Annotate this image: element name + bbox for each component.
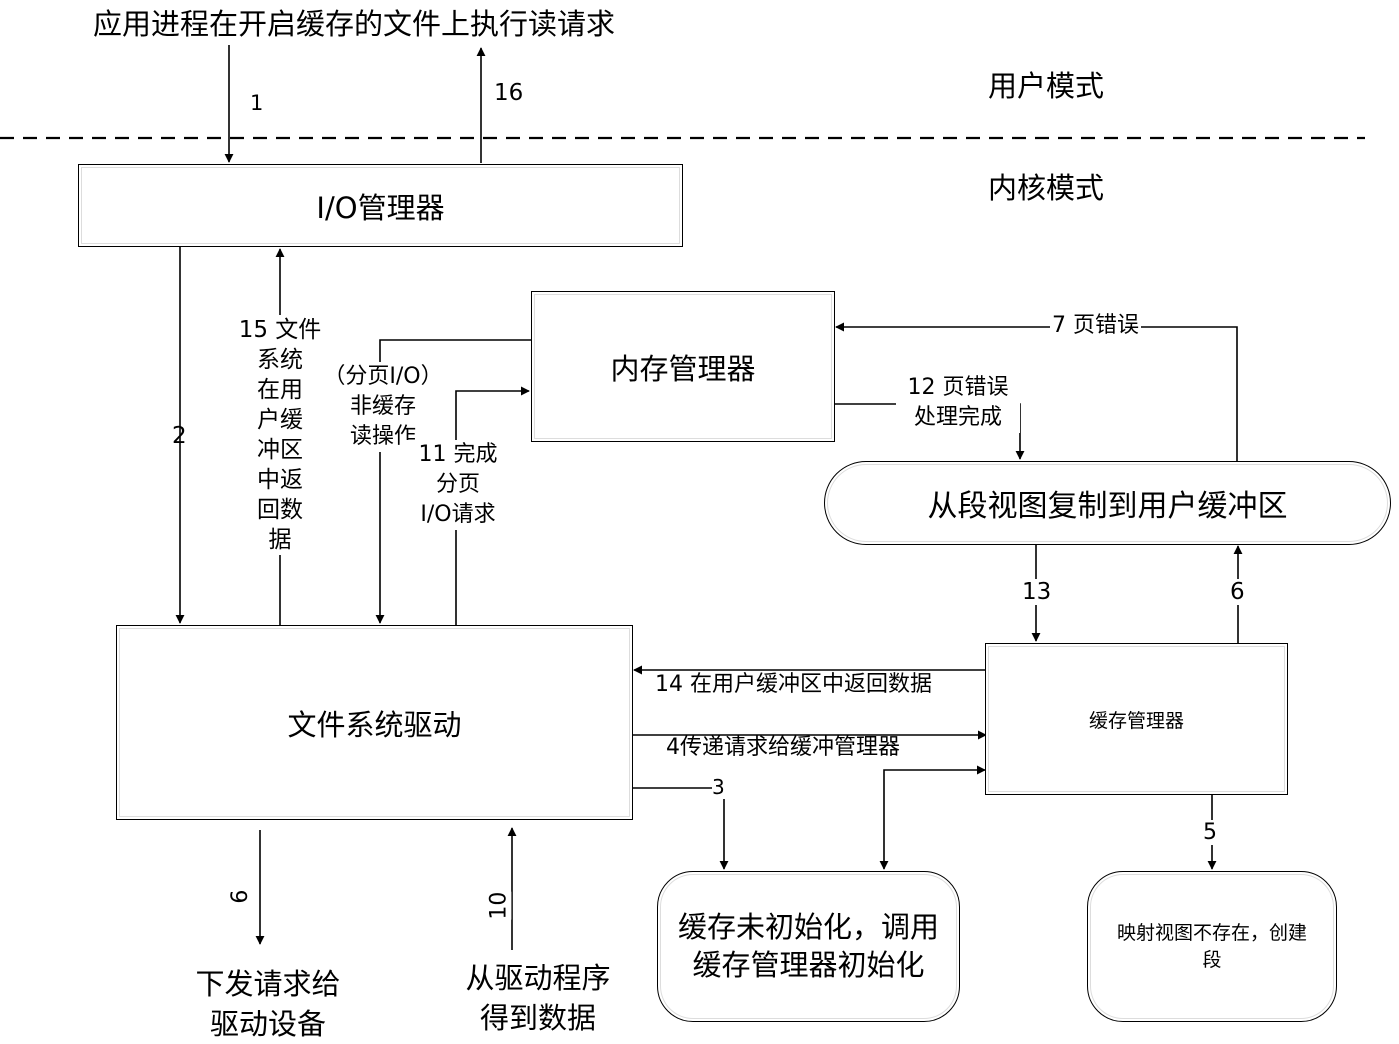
map-view-box: 映射视图不存在，创建 段 <box>1087 871 1337 1022</box>
map-view-line-1: 映射视图不存在，创建 <box>1116 921 1307 944</box>
copy-view-label: 从段视图复制到用户缓冲区 <box>927 489 1288 524</box>
paging-read-line: 非缓存 <box>349 394 416 419</box>
step-15-line: 在用 <box>257 377 303 403</box>
copy-view-box: 从段视图复制到用户缓冲区 <box>824 461 1391 545</box>
from-driver-label: 从驱动程序 得到数据 <box>438 958 638 1038</box>
step-12-label: 12 页错误 处理完成 <box>896 373 1020 433</box>
arrow-7 <box>835 322 1238 461</box>
send-down-line: 驱动设备 <box>209 1007 326 1041</box>
step-5-label: 5 <box>1203 820 1217 846</box>
step-2-label: 2 <box>172 423 187 449</box>
memory-manager-label: 内存管理器 <box>610 351 756 386</box>
step-16-label: 16 <box>494 80 524 106</box>
step-7-label: 7 页错误 <box>1050 313 1141 339</box>
step-14-label: 14 在用户缓冲区中返回数据 <box>655 672 932 697</box>
step-15-line: 15 文件 <box>238 317 322 343</box>
step-11-line: I/O请求 <box>420 502 496 527</box>
kernel-mode-label: 内核模式 <box>988 171 1105 205</box>
from-driver-line: 从驱动程序 <box>465 961 611 995</box>
from-driver-line: 得到数据 <box>479 1001 596 1035</box>
cache-manager-label: 缓存管理器 <box>1088 709 1184 732</box>
arrow-3 <box>632 787 729 870</box>
cache-manager-box: 缓存管理器 <box>985 643 1288 795</box>
cache-init-line-2: 缓存管理器初始化 <box>692 947 925 982</box>
user-mode-label: 用户模式 <box>988 69 1105 103</box>
step-15-line: 冲区 <box>257 437 303 463</box>
step-15-line: 中返 <box>257 467 303 493</box>
step-12-line: 处理完成 <box>913 405 1002 430</box>
map-view-line-2: 段 <box>1202 948 1222 971</box>
arrow-11 <box>455 386 530 625</box>
arrow-cache-init <box>879 765 986 870</box>
io-manager-box: I/O管理器 <box>78 164 683 247</box>
step-15-line: 回数 <box>257 497 303 523</box>
step-6-label: 6 <box>1230 579 1245 606</box>
step-4-label: 4传递请求给缓冲管理器 <box>666 735 900 760</box>
memory-manager-box: 内存管理器 <box>531 291 835 442</box>
arrow-paging-read <box>375 339 531 624</box>
step-15-label: 15 文件 系统 在用 户缓 冲区 中返 回数 据 <box>232 315 328 555</box>
step-3-label: 3 <box>712 775 725 799</box>
step-11-line: 11 完成 <box>418 442 498 467</box>
paging-read-line: （分页I/O） <box>323 364 443 389</box>
step-13-label: 13 <box>1022 579 1052 606</box>
io-manager-label: I/O管理器 <box>316 190 445 225</box>
step-10-label: 10 <box>486 891 512 920</box>
step-9-label: 9 <box>224 889 250 904</box>
cache-init-box: 缓存未初始化，调用 缓存管理器初始化 <box>657 871 960 1022</box>
step-12-line: 12 页错误 <box>907 375 1009 400</box>
fs-driver-box: 文件系统驱动 <box>116 625 633 820</box>
send-down-label: 下发请求给 驱动设备 <box>168 964 368 1044</box>
cache-init-line-1: 缓存未初始化，调用 <box>677 909 939 944</box>
step-15-line: 据 <box>268 527 292 553</box>
step-15-line: 户缓 <box>257 407 303 433</box>
top-request-title: 应用进程在开启缓存的文件上执行读请求 <box>93 7 616 41</box>
fs-driver-label: 文件系统驱动 <box>287 707 462 742</box>
step-11-line: 分页 <box>435 472 480 497</box>
step-15-line: 系统 <box>257 347 303 373</box>
paging-read-label: （分页I/O） 非缓存 读操作 <box>322 362 444 452</box>
send-down-line: 下发请求给 <box>195 967 341 1001</box>
step-1-label: 1 <box>250 91 264 115</box>
step-11-label: 11 完成 分页 I/O请求 <box>404 440 512 530</box>
